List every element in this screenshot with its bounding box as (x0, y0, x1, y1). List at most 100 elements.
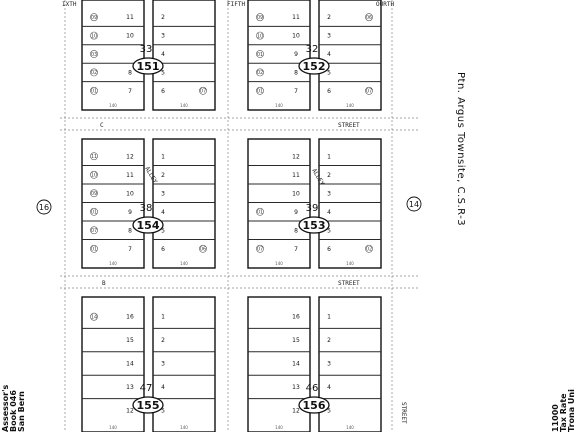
lot-number-right[interactable]: 4 (161, 384, 165, 391)
lot-number-left[interactable]: 7 (128, 88, 132, 95)
lot-number-left[interactable]: 16 (292, 314, 300, 321)
parcel-number-left[interactable]: 02 (257, 70, 263, 76)
parcel-number-left[interactable]: 11 (91, 154, 97, 160)
parcel-number-left[interactable]: 01 (91, 89, 97, 95)
lot-number-right[interactable]: 4 (161, 209, 165, 216)
book-page-number[interactable]: 153 (303, 219, 326, 232)
lot-number-right[interactable]: 3 (161, 33, 165, 40)
book-page-number[interactable]: 152 (303, 60, 326, 73)
lot-number-right[interactable]: 3 (161, 190, 165, 197)
lot-number-left[interactable]: 11 (126, 14, 134, 21)
lot-number-right[interactable]: 4 (161, 51, 165, 58)
parcel-number-left[interactable]: 03 (91, 52, 97, 58)
lot-number-left[interactable]: 8 (294, 69, 298, 76)
lot-number-left[interactable]: 11 (292, 14, 300, 21)
lot-number-right[interactable]: 4 (327, 384, 331, 391)
parcel-number-left[interactable]: 14 (91, 315, 97, 321)
book-page-number[interactable]: 156 (303, 399, 326, 412)
lot-number-right[interactable]: 3 (327, 33, 331, 40)
block-number[interactable]: 39 (306, 203, 319, 214)
lot-number-right[interactable]: 1 (327, 314, 331, 321)
lot-number-left[interactable]: 11 (292, 172, 300, 179)
lot-number-left[interactable]: 13 (292, 384, 300, 391)
lot-number-left[interactable]: 9 (294, 51, 298, 58)
lot-number-right[interactable]: 1 (327, 153, 331, 160)
lot-number-right[interactable]: 5 (161, 69, 165, 76)
lot-number-right[interactable]: 1 (161, 314, 165, 321)
lot-number-right[interactable]: 4 (327, 209, 331, 216)
lot-number-right[interactable]: 1 (161, 153, 165, 160)
parcel-number-left[interactable]: 01 (257, 89, 263, 95)
parcel-number-left[interactable]: 07 (257, 247, 263, 253)
lot-number-left[interactable]: 12 (292, 153, 300, 160)
book-page-number[interactable]: 155 (137, 399, 160, 412)
lot-number-left[interactable]: 12 (126, 153, 134, 160)
lot-number-left[interactable]: 16 (126, 314, 134, 321)
parcel-number-right[interactable]: 06 (366, 15, 372, 21)
lot-number-left[interactable]: 9 (128, 209, 132, 216)
parcel-number-left[interactable]: 09 (91, 191, 97, 197)
book-page-number[interactable]: 154 (137, 219, 160, 232)
parcel-number-left[interactable]: 02 (91, 70, 97, 76)
lot-number-right[interactable]: 3 (327, 361, 331, 368)
parcel-number-right[interactable]: 07 (366, 89, 372, 95)
lot-number-left[interactable]: 15 (292, 337, 300, 344)
lot-number-left[interactable]: 8 (128, 227, 132, 234)
parcel-number-right[interactable]: 02 (366, 247, 372, 253)
lot-number-left[interactable]: 10 (126, 33, 134, 40)
lot-number-right[interactable]: 2 (327, 337, 331, 344)
lot-number-left[interactable]: 10 (292, 190, 300, 197)
lot-number-left[interactable]: 8 (294, 227, 298, 234)
block-number[interactable]: 47 (140, 383, 153, 394)
lot-number-right[interactable]: 2 (161, 337, 165, 344)
parcel-number-left[interactable]: 10 (257, 33, 263, 39)
lot-number-right[interactable]: 3 (327, 190, 331, 197)
lot-number-left[interactable]: 14 (126, 361, 134, 368)
lot-number-right[interactable]: 3 (161, 361, 165, 368)
book-page-number[interactable]: 151 (137, 60, 160, 73)
block-number[interactable]: 46 (306, 383, 319, 394)
lot-number-left[interactable]: 7 (294, 88, 298, 95)
lot-number-right[interactable]: 2 (161, 14, 165, 21)
lot-number-left[interactable]: 11 (126, 172, 134, 179)
lot-number-left[interactable]: 13 (126, 384, 134, 391)
block-number[interactable]: 38 (140, 203, 153, 214)
parcel-number-right[interactable]: 06 (200, 247, 206, 253)
lot-number-right[interactable]: 5 (161, 227, 165, 234)
parcel-number-left[interactable]: 07 (91, 228, 97, 234)
parcel-number-left[interactable]: 01 (257, 210, 263, 216)
lot-number-left[interactable]: 10 (126, 190, 134, 197)
lot-number-right[interactable]: 5 (327, 227, 331, 234)
parcel-number-left[interactable]: 01 (91, 210, 97, 216)
lot-number-right[interactable]: 2 (327, 172, 331, 179)
lot-number-left[interactable]: 8 (128, 69, 132, 76)
block-number[interactable]: 33 (140, 44, 153, 55)
lot-number-left[interactable]: 14 (292, 361, 300, 368)
lot-number-right[interactable]: 5 (327, 69, 331, 76)
lot-number-right[interactable]: 5 (327, 407, 331, 414)
parcel-number-right[interactable]: 07 (200, 89, 206, 95)
lot-number-right[interactable]: 2 (327, 14, 331, 21)
lot-number-left[interactable]: 12 (126, 407, 134, 414)
parcel-number-left[interactable]: 01 (257, 52, 263, 58)
parcel-number-left[interactable]: 10 (91, 173, 97, 179)
lot-number-left[interactable]: 10 (292, 33, 300, 40)
parcel-number-left[interactable]: 09 (257, 15, 263, 21)
lot-number-left[interactable]: 7 (128, 246, 132, 253)
lot-number-right[interactable]: 5 (161, 407, 165, 414)
block-number[interactable]: 32 (306, 44, 319, 55)
lot-number-right[interactable]: 6 (327, 246, 331, 253)
lot-number-right[interactable]: 6 (161, 88, 165, 95)
parcel-number-left[interactable]: 10 (91, 33, 97, 39)
lot-number-right[interactable]: 4 (327, 51, 331, 58)
lot-number-right[interactable]: 2 (161, 172, 165, 179)
lot-number-left[interactable]: 9 (294, 209, 298, 216)
lot-number-left[interactable]: 7 (294, 246, 298, 253)
parcel-number-left[interactable]: 01 (91, 247, 97, 253)
